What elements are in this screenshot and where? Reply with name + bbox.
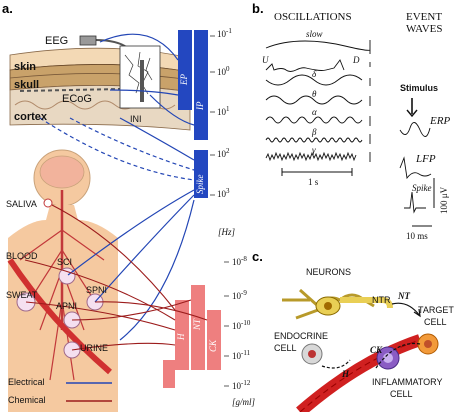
beta-label: β — [312, 127, 317, 137]
hz-tick-4: 102 — [217, 147, 230, 159]
h-label: H — [342, 369, 350, 379]
ck-arrow — [375, 342, 421, 369]
slow-trace — [265, 40, 371, 51]
body-figure — [7, 149, 118, 412]
spike-bar — [194, 150, 208, 198]
chemical-legend-label: Chemical — [8, 395, 46, 405]
skin-label: skin — [14, 61, 37, 73]
nt-bar — [191, 285, 205, 370]
alpha-label: α — [312, 107, 317, 117]
target-cell-label-2: CELL — [424, 317, 447, 327]
lfp-trace — [399, 156, 432, 180]
conc-unit: [g/ml] — [232, 397, 256, 407]
oscillations-title: OSCILLATIONS — [274, 11, 352, 23]
delta-trace — [265, 74, 363, 86]
conc-tick-2: 10-9 — [232, 289, 247, 301]
blood-label: BLOOD — [6, 251, 38, 261]
urine-label: URINE — [80, 343, 109, 353]
nt-arrow — [391, 302, 421, 317]
conc-tick-5: 10-12 — [232, 379, 251, 391]
erp-trace — [399, 122, 431, 137]
electrical-legend-label: Electrical — [8, 377, 45, 387]
time-scale-label: 1 s — [308, 177, 319, 187]
conc-tick-1: 10-8 — [232, 255, 247, 267]
panel-b-label: b. — [252, 1, 264, 16]
beta-trace — [265, 137, 363, 143]
sci-label: SCI — [57, 257, 73, 267]
spni-label: SPNI — [86, 285, 108, 295]
ck-bar — [207, 310, 221, 370]
conc-tick-3: 10-10 — [232, 319, 251, 331]
event-waves-title-1: EVENT — [406, 11, 443, 23]
neurons-label: NEURONS — [306, 267, 352, 277]
updown-trace — [265, 59, 345, 72]
time-scale-bar — [281, 168, 353, 176]
hz-tick-5: 103 — [217, 187, 230, 199]
cortex-label: cortex — [14, 111, 48, 123]
panel-a-label: a. — [2, 1, 13, 16]
alpha-trace — [265, 116, 363, 124]
skull-label: skull — [14, 79, 40, 91]
apni-label: APNI — [56, 301, 78, 311]
stimulus-label: Stimulus — [400, 83, 439, 93]
endocrine-cell-label-2: CELL — [274, 343, 297, 353]
conc-tick-4: 10-11 — [232, 349, 251, 361]
eeg-label: EEG — [45, 35, 69, 47]
erp-label: ERP — [430, 115, 451, 127]
lfp-label: LFP — [416, 153, 436, 165]
up-label: U — [262, 55, 269, 65]
endocrine-cell-label-1: ENDOCRINE — [274, 331, 329, 341]
event-waves-title-2: WAVES — [406, 23, 443, 35]
target-cell-label-1: TARGET — [418, 305, 454, 315]
sweat-label: SWEAT — [6, 290, 38, 300]
ecog-strip — [19, 88, 121, 92]
gamma-label: γ — [312, 145, 316, 155]
theta-label: θ — [312, 89, 317, 99]
ck-label: CK — [370, 345, 383, 355]
slow-label: slow — [306, 29, 323, 39]
hz-tick-2: 100 — [217, 65, 230, 77]
nt-label: NT — [398, 291, 410, 301]
chemical-links — [24, 204, 208, 351]
saliva-label: SALIVA — [6, 199, 37, 209]
hz-tick-1: 10-1 — [217, 27, 232, 39]
down-label: D — [353, 55, 360, 65]
inflammatory-cell-label-2: CELL — [390, 389, 413, 399]
gamma-trace — [265, 151, 357, 162]
spike-trace — [404, 191, 426, 214]
electrical-links — [39, 33, 195, 341]
h-bar — [175, 300, 189, 370]
ep-bar — [178, 30, 192, 110]
ip-bar — [194, 30, 208, 140]
neuron-illustration — [282, 288, 393, 320]
panel-c-label: c. — [252, 249, 263, 264]
spike-label: Spike — [412, 183, 432, 193]
hz-tick-3: 101 — [217, 105, 230, 117]
ecog-label: ECoG — [62, 93, 92, 105]
inflammatory-cell-label-1: INFLAMMATORY — [372, 377, 443, 387]
ntr-label: NTR — [372, 295, 391, 305]
theta-trace — [265, 95, 363, 105]
ini-label: INI — [130, 114, 142, 124]
delta-label: δ — [312, 69, 317, 79]
ms-scale-label: 10 ms — [406, 231, 428, 241]
hz-unit: [Hz] — [218, 227, 236, 237]
hz-axis — [210, 35, 229, 387]
